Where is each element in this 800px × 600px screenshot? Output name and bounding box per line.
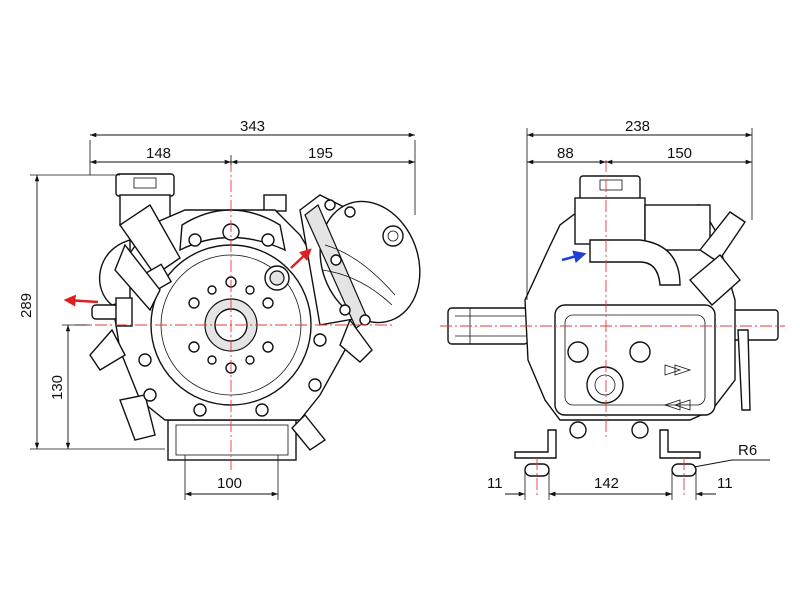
dim-foot-slot-right: 11 bbox=[717, 475, 733, 492]
pressure-regulator bbox=[114, 203, 181, 312]
blue-arrow-icon bbox=[561, 250, 587, 264]
front-view bbox=[63, 160, 421, 470]
dim-foot-slot-left: 11 bbox=[487, 475, 503, 492]
dim-front-right-width: 195 bbox=[308, 145, 333, 162]
red-arrow-icon bbox=[290, 248, 312, 269]
dim-front-shaft-height: 130 bbox=[49, 375, 66, 400]
red-arrow-icon bbox=[63, 294, 99, 307]
side-dimensions: 238 88 150 11 142 11 R6 bbox=[487, 118, 770, 500]
accumulator bbox=[299, 194, 421, 329]
dim-front-total-height: 289 bbox=[18, 293, 35, 318]
front-dimensions: 343 148 195 289 130 100 bbox=[18, 118, 416, 500]
dim-front-base-width: 100 bbox=[217, 475, 242, 492]
dim-side-right-width: 150 bbox=[667, 145, 692, 162]
dim-slot-radius: R6 bbox=[738, 442, 757, 459]
left-foot bbox=[514, 429, 557, 459]
dim-front-left-width: 148 bbox=[146, 145, 171, 162]
dim-front-total-width: 343 bbox=[240, 118, 265, 135]
right-foot bbox=[659, 429, 701, 459]
side-view bbox=[440, 160, 785, 495]
dim-side-total-width: 238 bbox=[625, 118, 650, 135]
dim-foot-spacing: 142 bbox=[594, 475, 619, 492]
dim-side-left-width: 88 bbox=[557, 145, 574, 162]
